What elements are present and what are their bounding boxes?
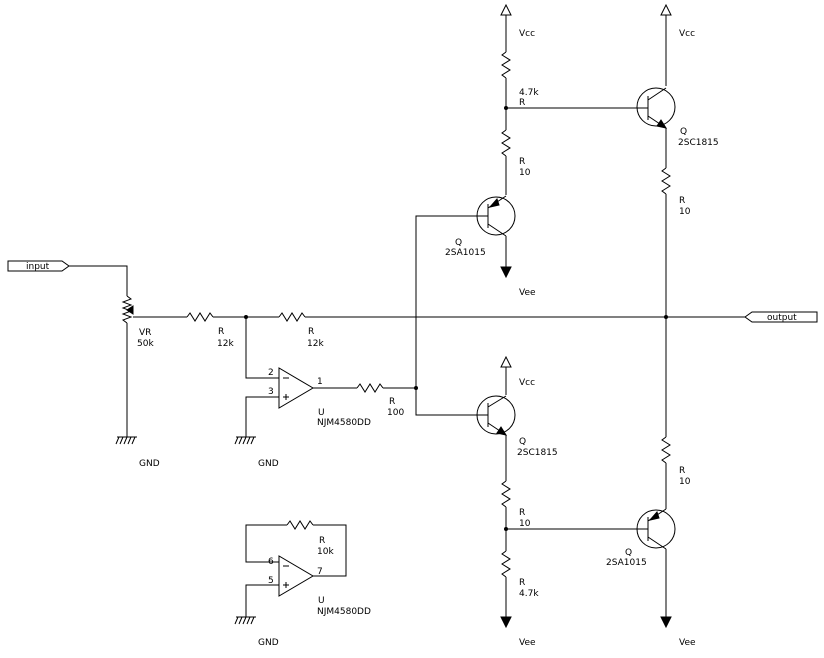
input-port-label: input	[26, 262, 50, 272]
resistor-r-bot-10: R 10	[501, 480, 531, 529]
r-q4e-ref: R	[679, 466, 685, 476]
vee-q6-label: Vee	[519, 638, 536, 648]
wire-u2-neg	[245, 524, 287, 563]
wire-input	[69, 265, 128, 296]
wire-u1-pos	[245, 396, 279, 437]
r-top-b-ref: R	[519, 157, 525, 167]
resistor-r-top-4k7: 4.7k R	[501, 51, 539, 108]
vee-q3-label: Vee	[519, 288, 536, 298]
power-vee-bot-right: Vee	[660, 616, 696, 648]
r-out-value: 100	[387, 408, 404, 418]
r-top-b-value: 10	[519, 168, 531, 178]
ground-symbol-2: GND	[234, 436, 279, 469]
vr-ref: VR	[139, 328, 151, 338]
r-u2-ref: R	[319, 536, 325, 546]
transistor-q2-2sc1815: Q 2SC1815	[636, 87, 719, 148]
resistor-r-top-10: R 10	[501, 129, 531, 178]
transistor-q3-2sc1815: Q 2SC1815	[476, 395, 558, 458]
power-vcc-top-mid: Vcc	[500, 3, 535, 39]
transistor-q4-2sa1015: Q 2SA1015	[606, 508, 676, 568]
potentiometer-vr: VR 50k	[121, 295, 154, 437]
input-port: input	[7, 260, 70, 272]
resistor-r-in: R 12k	[186, 312, 234, 349]
r-bot-b-value: 4.7k	[519, 589, 539, 599]
output-port: output	[744, 311, 818, 323]
u2-pin-7: 7	[317, 567, 323, 577]
q1-part: 2SA1015	[445, 248, 486, 258]
wire-u2-pos	[245, 584, 279, 617]
r-q4e-value: 10	[679, 477, 691, 487]
resistor-r-out: R 100	[356, 383, 404, 418]
op-amp-u1: 2 3 1 U NJM4580DD	[268, 367, 371, 428]
u1-pin-3: 3	[268, 387, 274, 397]
u2-part: NJM4580DD	[317, 607, 371, 617]
u1-pin-2: 2	[268, 368, 274, 378]
r-top-a-value: 4.7k	[519, 88, 539, 98]
resistor-r-feedback: R 12k	[278, 312, 324, 349]
u1-ref: U	[318, 408, 325, 418]
output-port-label: output	[767, 313, 797, 323]
wire-drive-q1	[415, 215, 478, 388]
vcc-q2-label: Vcc	[679, 29, 695, 39]
resistor-r-q4-emitter: R 10	[661, 436, 691, 487]
gnd2-label: GND	[258, 459, 279, 469]
power-vee-bot-mid: Vee	[500, 616, 536, 648]
q3-ref: Q	[519, 437, 526, 447]
u2-pin-6: 6	[268, 557, 274, 567]
q2-part: 2SC1815	[678, 138, 719, 148]
vee-q4-label: Vee	[679, 638, 696, 648]
q4-ref: Q	[625, 548, 632, 558]
q4-part: 2SA1015	[606, 558, 647, 568]
power-vee-q1: Vee	[500, 266, 536, 298]
ground-symbol-1: GND	[115, 436, 160, 469]
q1-ref: Q	[455, 238, 462, 248]
q2-ref: Q	[680, 127, 687, 137]
power-vcc-mid: Vcc	[500, 355, 535, 388]
r-bot-b-ref: R	[519, 578, 525, 588]
ground-symbol-3: GND	[234, 616, 279, 648]
r-fb-ref: R	[308, 327, 314, 337]
vcc-q5-label: Vcc	[519, 378, 535, 388]
resistor-r-u2-10k: R 10k	[286, 520, 334, 557]
r-fb-value: 12k	[307, 339, 324, 349]
r-u2-value: 10k	[317, 547, 334, 557]
gnd3-label: GND	[258, 638, 279, 648]
gnd1-label: GND	[139, 459, 160, 469]
op-amp-u2: 6 5 7 U NJM4580DD	[268, 555, 371, 617]
r-in-ref: R	[218, 327, 224, 337]
r-q2e-ref: R	[679, 196, 685, 206]
u1-pin-1: 1	[317, 377, 323, 387]
vcc-q1-label: Vcc	[519, 29, 535, 39]
wire-drive-q3	[415, 388, 478, 416]
wire-u1-neg	[245, 317, 279, 379]
r-out-ref: R	[389, 397, 395, 407]
r-bot-a-ref: R	[519, 508, 525, 518]
r-q2e-value: 10	[679, 207, 691, 217]
resistor-r-bot-4k7: R 4.7k	[501, 550, 539, 599]
vr-value: 50k	[137, 339, 154, 349]
transistor-q1-2sa1015: Q 2SA1015	[445, 195, 516, 258]
power-vcc-top-right: Vcc	[660, 3, 695, 39]
r-top-a-ref: R	[519, 98, 525, 108]
q3-part: 2SC1815	[517, 448, 558, 458]
u2-ref: U	[318, 596, 325, 606]
resistor-r-q2-emitter: R 10	[661, 167, 691, 217]
u2-pin-5: 5	[268, 576, 274, 586]
wire-u2-feedback	[313, 524, 347, 577]
r-bot-a-value: 10	[519, 519, 531, 529]
r-in-value: 12k	[217, 339, 234, 349]
u1-part: NJM4580DD	[317, 418, 371, 428]
